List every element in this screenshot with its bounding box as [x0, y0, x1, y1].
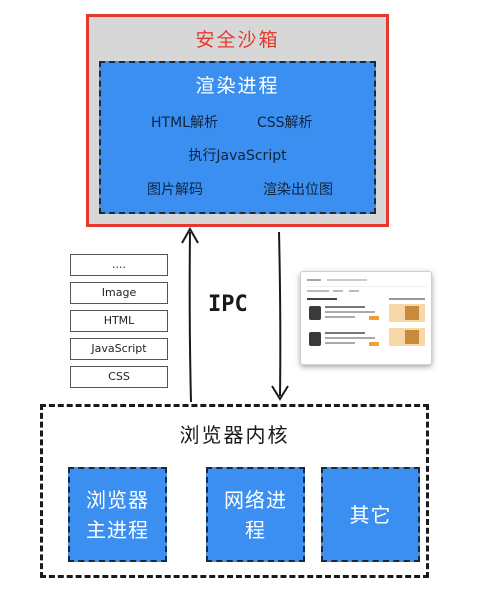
resource-item-css: CSS — [70, 366, 168, 388]
kernel-title: 浏览器内核 — [179, 423, 290, 447]
rendered-page-thumbnail — [300, 271, 432, 365]
task-html-parsing: HTML解析 — [151, 115, 218, 131]
resource-item-html: HTML — [70, 310, 168, 332]
resource-item-javascript: JavaScript — [70, 338, 168, 360]
browser-main-process-label: 浏览器主进程 — [86, 487, 149, 542]
resource-item-more: .... — [70, 254, 168, 276]
task-rasterize-bitmap: 渲染出位图 — [263, 182, 333, 198]
page-thumbnail-image — [305, 276, 429, 362]
network-process-label: 网络进程 — [224, 487, 287, 542]
sandbox-title: 安全沙箱 — [195, 29, 280, 51]
network-process-box: 网络进程 — [206, 467, 305, 562]
other-process-label: 其它 — [349, 502, 392, 527]
task-js-execution: 执行JavaScript — [188, 148, 287, 164]
other-process-box: 其它 — [321, 467, 420, 562]
task-image-decoding: 图片解码 — [147, 182, 203, 198]
ipc-up-arrow — [188, 231, 192, 403]
browser-main-process-box: 浏览器主进程 — [68, 467, 167, 562]
renderer-process-box: 渲染进程 HTML解析 CSS解析 执行JavaScript 图片解码 渲染出位… — [99, 61, 376, 214]
security-sandbox: 安全沙箱 渲染进程 HTML解析 CSS解析 执行JavaScript 图片解码… — [86, 14, 389, 227]
task-css-parsing: CSS解析 — [257, 115, 313, 131]
browser-kernel: 浏览器内核 浏览器主进程 网络进程 其它 — [40, 404, 429, 578]
ipc-label: IPC — [208, 292, 248, 317]
renderer-process-title: 渲染进程 — [195, 75, 280, 97]
ipc-down-arrow — [278, 231, 282, 397]
resource-item-image: Image — [70, 282, 168, 304]
